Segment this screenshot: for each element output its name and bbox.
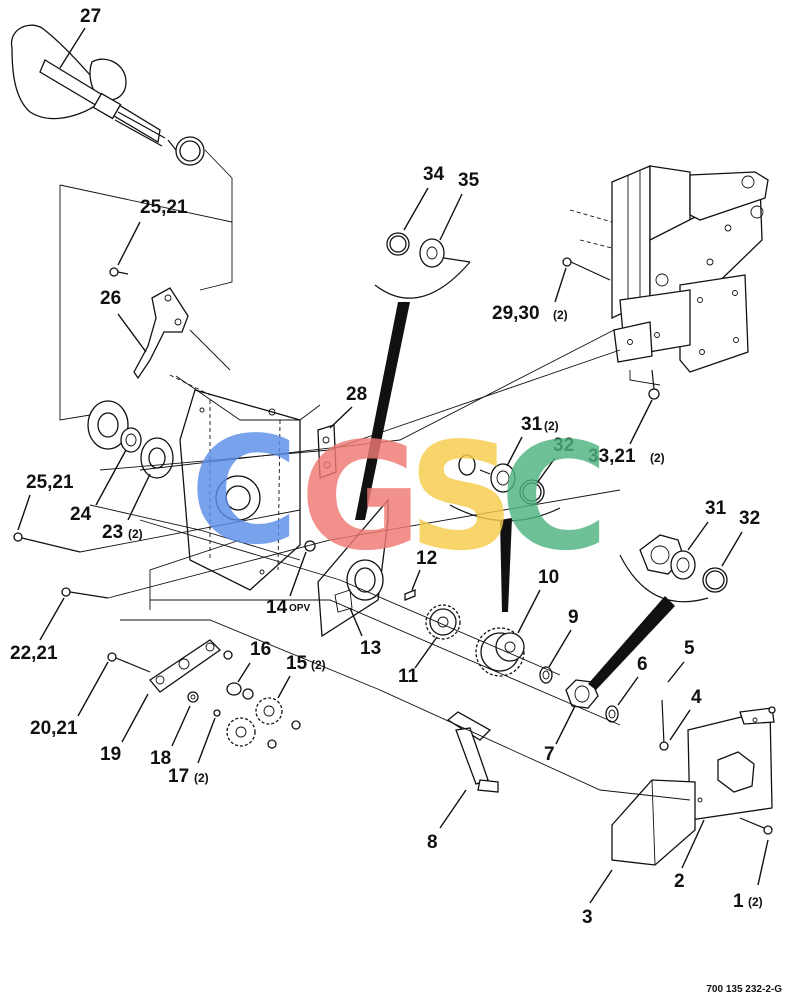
callouts: 27 34 35 25,21 26 29,30 (2) 28 31 (2) 32… [10, 6, 769, 928]
callout-4: 4 [691, 687, 702, 708]
callout-1-qty: (2) [748, 895, 763, 909]
callout-17: 17 [168, 766, 189, 787]
plate-2 [687, 706, 776, 821]
callout-27: 27 [80, 6, 101, 27]
cgsc-watermark-logo: C G S C [190, 405, 609, 583]
bolt-1 [739, 817, 773, 835]
callout-31-right: 31 [705, 498, 727, 519]
callout-23-qty: (2) [128, 527, 143, 541]
callout-15-qty: (2) [311, 658, 326, 672]
callout-22-21: 22,21 [10, 643, 58, 664]
callout-17-qty: (2) [194, 771, 209, 785]
callout-29-30: 29,30 [492, 303, 540, 324]
callout-19: 19 [100, 744, 121, 765]
callout-2: 2 [674, 871, 685, 892]
callout-26: 26 [100, 288, 121, 309]
sprocket-11 [425, 604, 461, 640]
callout-6: 6 [637, 654, 648, 675]
bracket-26 [109, 267, 189, 380]
callout-23: 23 [102, 522, 123, 543]
main-frame [569, 165, 769, 373]
callout-25-21-upper: 25,21 [140, 197, 188, 218]
callout-18: 18 [150, 748, 171, 769]
centerlines [59, 149, 691, 801]
callout-24: 24 [70, 504, 92, 525]
callout-11: 11 [398, 666, 419, 687]
long-bolts [13, 257, 660, 599]
callout-5: 5 [684, 638, 695, 659]
callout-31-center: 31 [521, 414, 543, 435]
bearing-31-32-center [458, 454, 545, 505]
callout-14-opv: OPV [289, 603, 310, 614]
watermark-letter-c1: C [190, 405, 299, 577]
bearing-31-32-right [639, 534, 728, 593]
sprocket-10 [475, 627, 525, 677]
callout-10: 10 [538, 567, 559, 588]
watermark-letter-g: G [300, 411, 421, 583]
callout-20-21: 20,21 [30, 718, 78, 739]
callout-33-21: 33,21 [588, 446, 636, 467]
callout-12: 12 [416, 548, 437, 569]
plate-28 [317, 424, 337, 479]
shield-3 [611, 779, 696, 866]
callout-31-center-qty: (2) [544, 419, 559, 433]
bearing-34-35 [386, 232, 471, 268]
callout-28: 28 [346, 384, 367, 405]
callout-34: 34 [423, 164, 445, 185]
drawing-number: 700 135 232-2-G [706, 984, 782, 995]
callout-29-30-qty: (2) [553, 308, 568, 322]
auger-assembly [10, 24, 205, 166]
watermark-letter-c2: C [500, 411, 609, 583]
callout-1: 1 [733, 891, 744, 912]
callout-13: 13 [360, 638, 381, 659]
detail-arcs [355, 261, 709, 690]
flange-bearing-24-23 [87, 400, 174, 479]
callout-15: 15 [286, 653, 308, 674]
callout-32-center: 32 [553, 435, 574, 456]
watermark-letter-s: S [408, 411, 515, 583]
callout-32-right: 32 [739, 508, 760, 529]
callout-35: 35 [458, 170, 480, 191]
callout-16: 16 [250, 639, 271, 660]
callout-7: 7 [544, 744, 555, 765]
callout-33-21-qty: (2) [650, 451, 665, 465]
callout-25-21-left: 25,21 [26, 472, 74, 493]
small-parts [404, 589, 669, 751]
callout-9: 9 [568, 607, 579, 628]
callout-8: 8 [427, 832, 438, 853]
callout-3: 3 [582, 907, 593, 928]
idler-assembly [107, 639, 301, 749]
callout-14: 14 [266, 597, 288, 618]
